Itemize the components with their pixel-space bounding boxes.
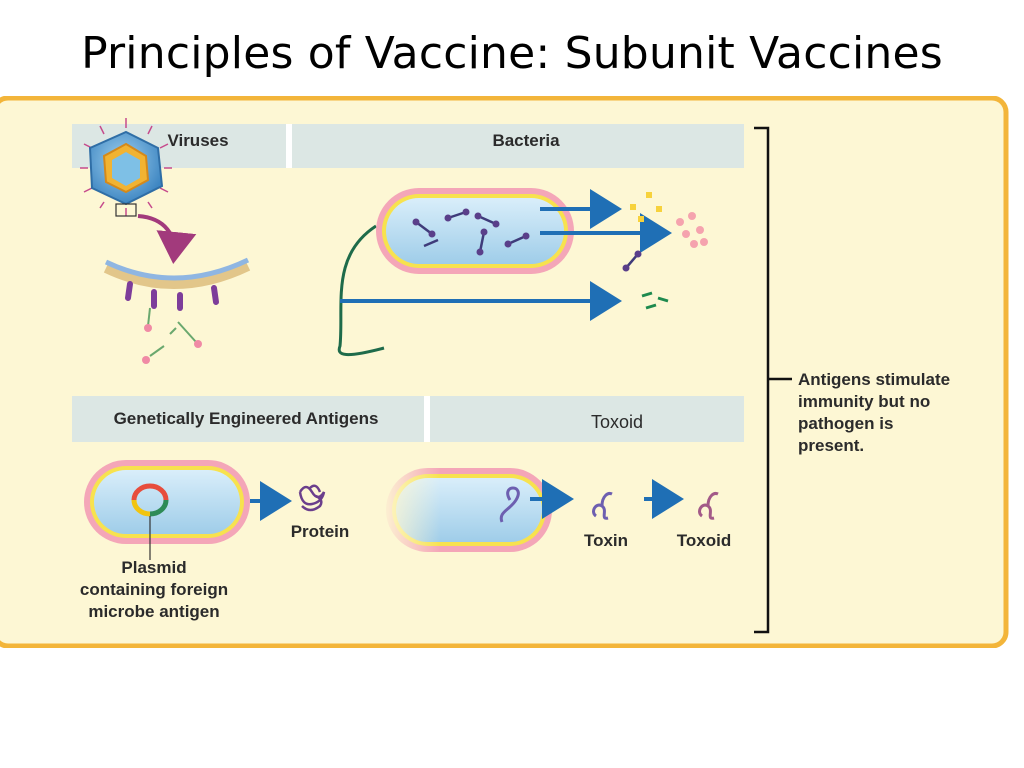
toxin-molecule xyxy=(592,492,613,520)
plasmid-label-line2: containing foreign xyxy=(80,580,228,599)
bacteria-release-arrows xyxy=(340,189,672,321)
protein-illustration xyxy=(298,484,326,512)
bacteria-label: Bacteria xyxy=(492,131,560,150)
bracket-note-line2: immunity but no xyxy=(798,392,930,411)
genetically-engineered-label: Genetically Engineered Antigens xyxy=(114,409,379,428)
header-divider xyxy=(424,396,430,442)
bracket-note-line4: present. xyxy=(798,436,864,455)
bracket-note-line3: pathogen is xyxy=(798,414,893,433)
plasmid-label-line1: Plasmid xyxy=(121,558,186,577)
toxin-label: Toxin xyxy=(584,531,628,550)
bracket-note-line1: Antigens stimulate xyxy=(798,370,950,389)
protein-label: Protein xyxy=(291,522,350,541)
header-divider xyxy=(286,124,292,168)
header-bar-bacteria: Bacteria xyxy=(292,124,744,168)
figure-canvas: Viruses Bacteria Genetically Engineered … xyxy=(0,96,1009,648)
toxoid-molecule xyxy=(698,492,719,520)
plasmid-label-line3: microbe antigen xyxy=(88,602,219,621)
toxoid-header-label: Toxoid xyxy=(591,412,643,432)
viruses-label: Viruses xyxy=(167,131,228,150)
subunit-vaccine-figure: Viruses Bacteria Genetically Engineered … xyxy=(0,96,1024,648)
virus-zoom-arrow xyxy=(137,214,197,264)
bacterial-antigen-particles xyxy=(622,192,708,310)
engineered-cell-illustration xyxy=(84,460,250,560)
slide-title: Principles of Vaccine: Subunit Vaccines xyxy=(81,28,943,79)
bacterium-illustration xyxy=(337,188,574,356)
header-bar-toxoid: Toxoid xyxy=(430,396,744,442)
viral-membrane-fragment xyxy=(103,257,251,311)
toxin-producing-cell xyxy=(380,462,552,558)
toxoid-label: Toxoid xyxy=(677,531,731,550)
viral-subunit-antigens xyxy=(142,307,202,364)
header-bar-genetically-engineered: Genetically Engineered Antigens xyxy=(72,396,424,442)
figure-panel xyxy=(0,96,1009,648)
virus-illustration xyxy=(80,118,172,217)
